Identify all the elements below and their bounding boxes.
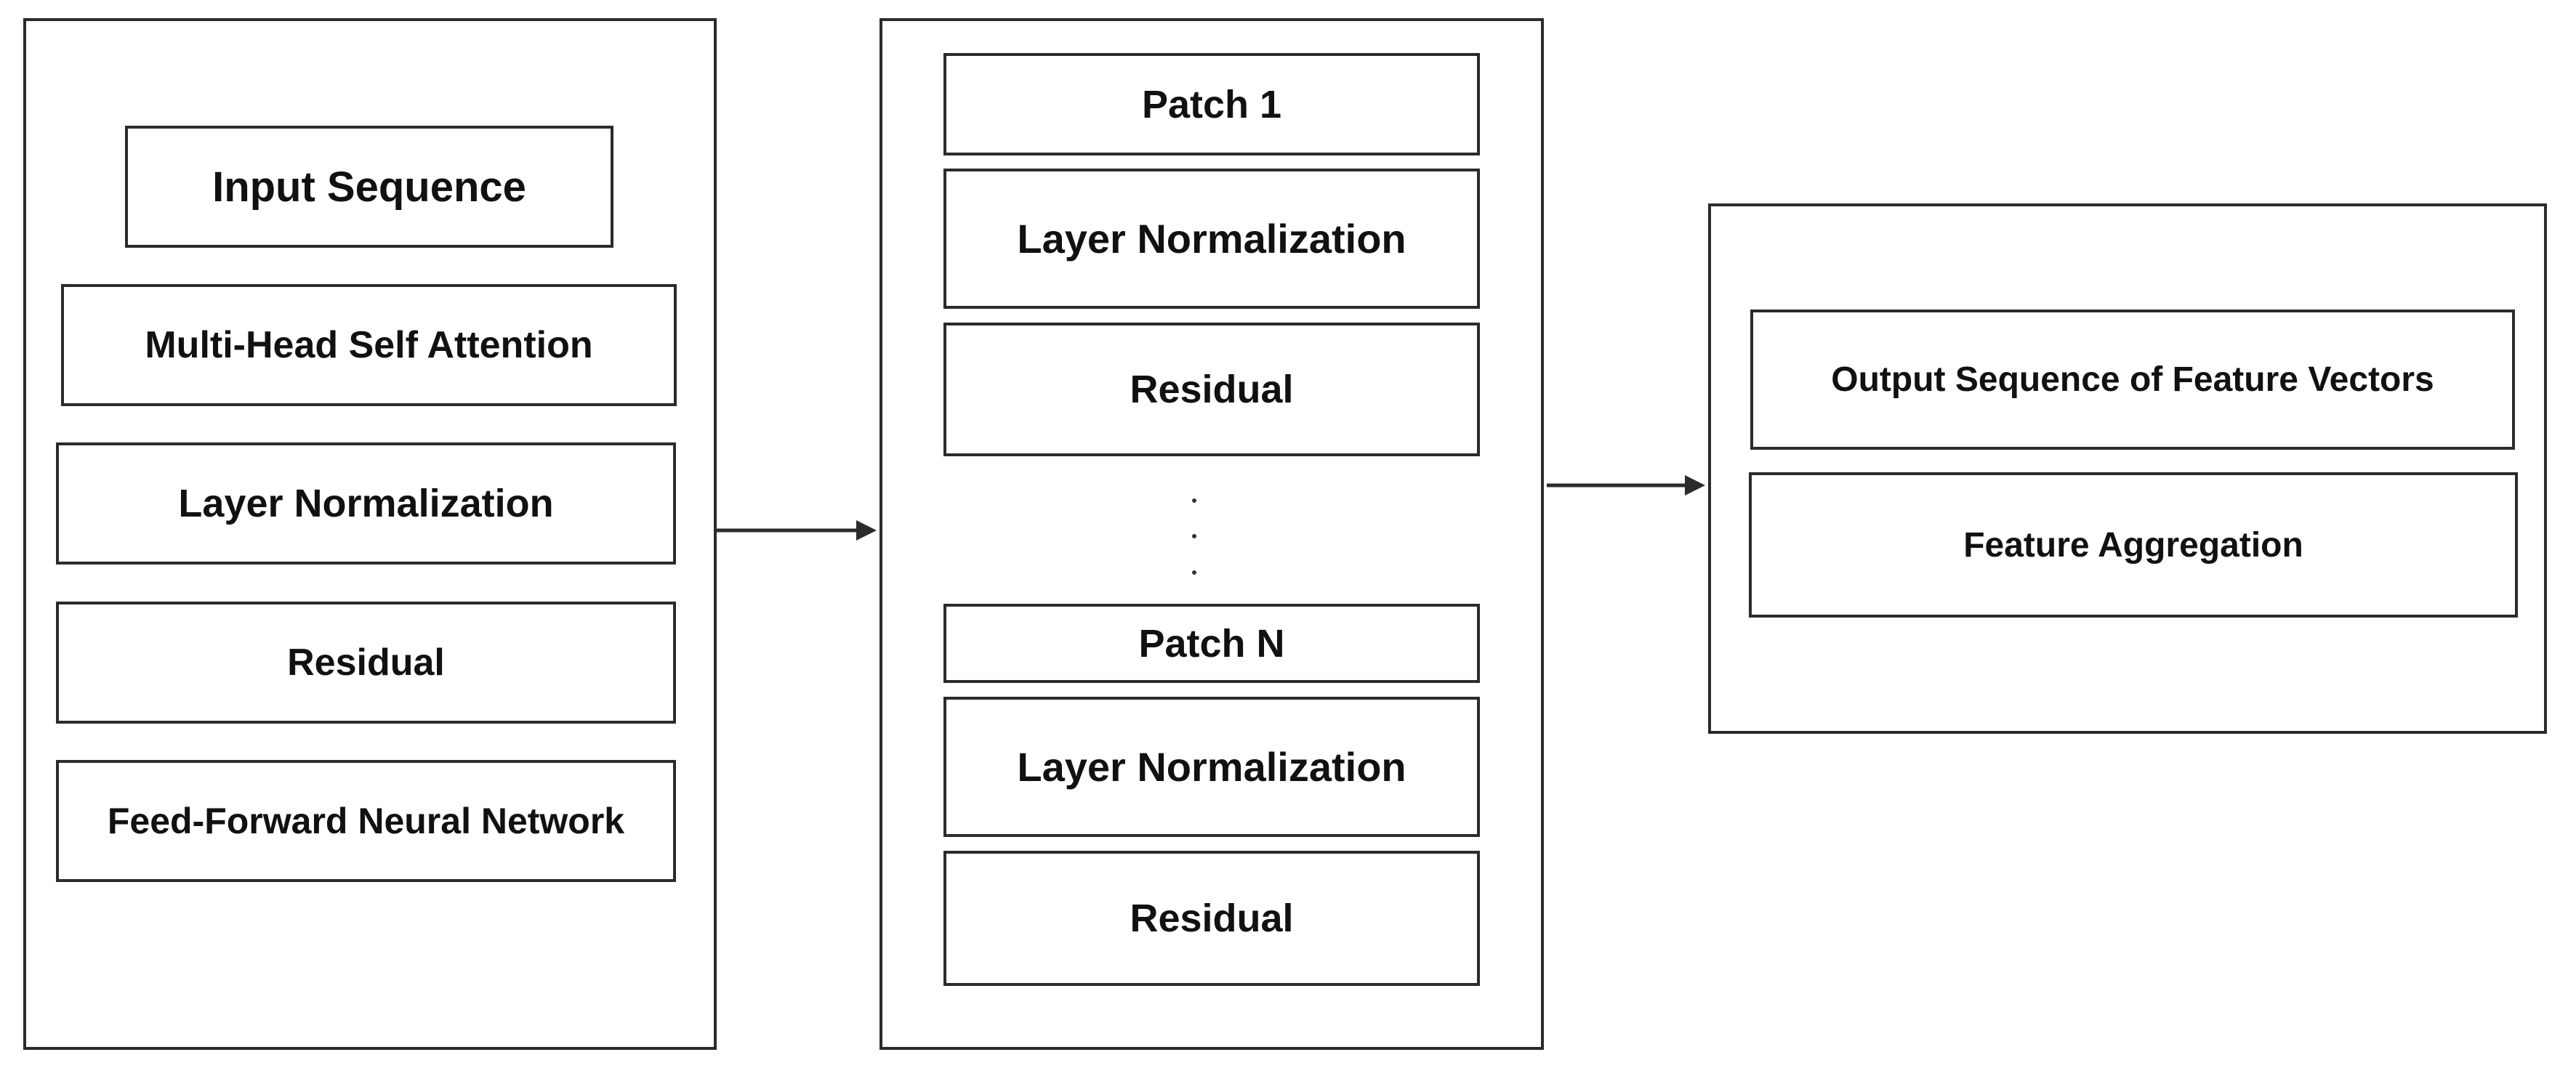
ellipsis-dot-1: [1192, 498, 1196, 503]
output-sequence-box: Output Sequence of Feature Vectors: [1750, 310, 2515, 450]
residual-1-box: Residual: [943, 323, 1480, 456]
layer-normalization-box: Layer Normalization: [56, 442, 676, 565]
layer-normalization-n-box: Layer Normalization: [943, 697, 1480, 837]
layer-normalization-1-box: Layer Normalization: [943, 169, 1480, 309]
output-panel: [1708, 203, 2547, 734]
patch-1-box: Patch 1: [943, 53, 1480, 155]
ellipsis-dot-3: [1192, 570, 1196, 575]
multi-head-attention-box: Multi-Head Self Attention: [61, 284, 677, 406]
input-sequence-box: Input Sequence: [125, 126, 613, 248]
ellipsis-dot-2: [1192, 534, 1196, 538]
feature-aggregation-box: Feature Aggregation: [1749, 472, 2518, 618]
feed-forward-box: Feed-Forward Neural Network: [56, 760, 676, 882]
arrow-patches-to-output: [1547, 475, 1705, 495]
patch-n-box: Patch N: [943, 604, 1480, 683]
arrow-encoder-to-patches: [717, 520, 877, 541]
residual-n-box: Residual: [943, 851, 1480, 986]
residual-box: Residual: [56, 602, 676, 724]
